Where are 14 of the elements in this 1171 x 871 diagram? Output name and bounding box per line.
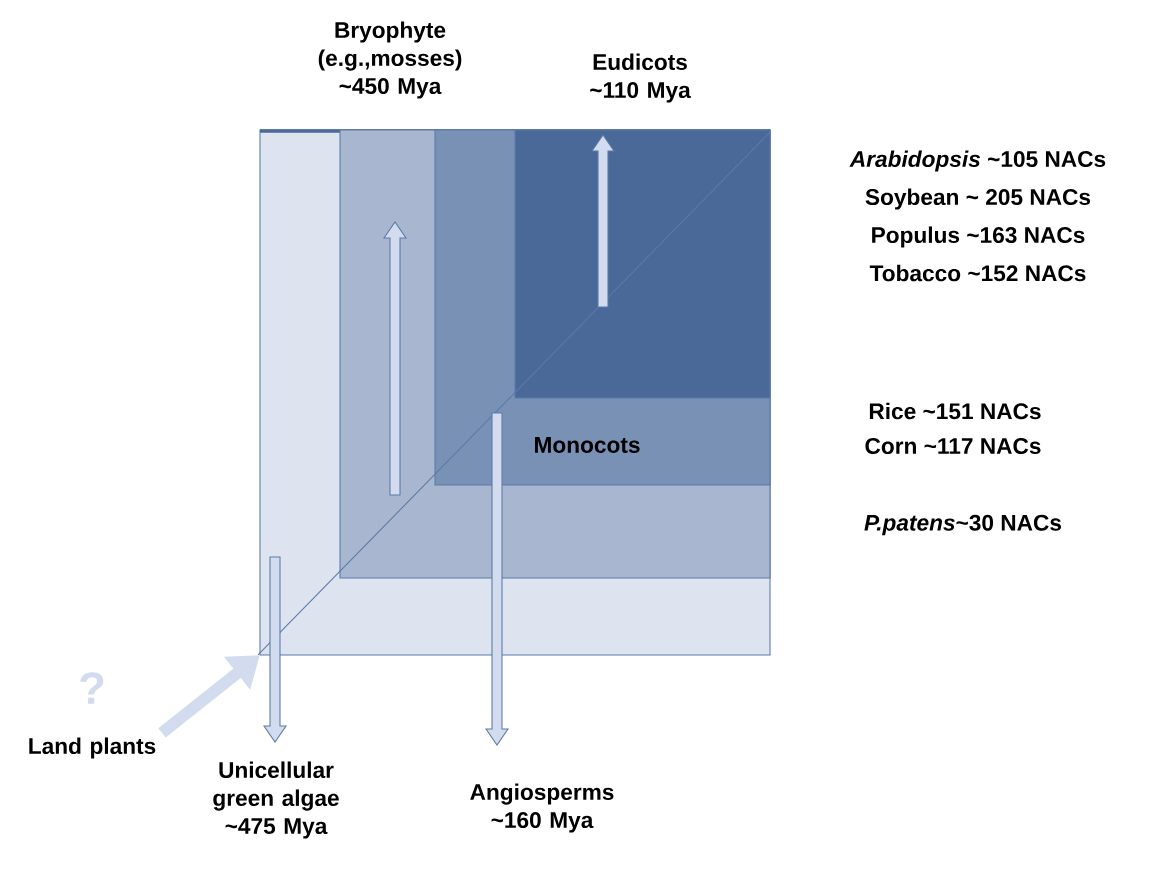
gene-count: Rice ~151 NACs — [869, 402, 1041, 420]
text-label: Bryophyte (e.g.,mosses) ~450 Mya — [318, 21, 462, 99]
text-label: Land plants — [29, 737, 156, 759]
text-label: Unicellular green algae ~475 Mya — [213, 761, 339, 839]
question-mark: ? — [80, 672, 104, 704]
gene-count: Populus ~163 NACs — [872, 226, 1085, 248]
gene-count: Tobacco ~152 NACs — [869, 264, 1086, 282]
text-label: Eudicots ~110 Mya — [590, 53, 691, 103]
gene-count: Corn ~117 NACs — [865, 437, 1041, 455]
band — [514, 129, 771, 399]
gene-count: Soybean ~ 205 NACs — [865, 188, 1091, 210]
gene-count: Arabidopsis ~105 NACs — [849, 150, 1106, 172]
gene-count: P.patens~30 NACs — [864, 514, 1062, 536]
text-label: Angiosperms ~160 Mya — [470, 783, 614, 833]
